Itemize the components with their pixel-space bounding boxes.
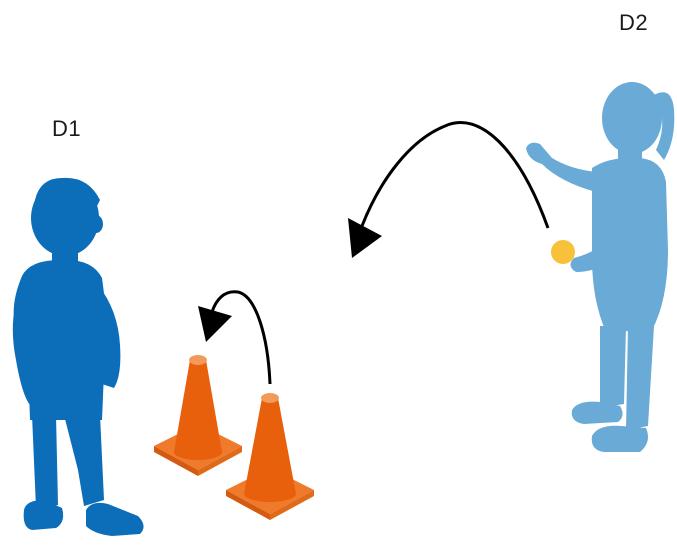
traffic-cone-icon	[154, 355, 242, 476]
boy-silhouette-icon	[13, 178, 144, 536]
curved-arrow-icon	[362, 123, 548, 228]
ball-icon	[551, 240, 575, 264]
traffic-cone-icon	[226, 393, 314, 520]
girl-silhouette-icon	[526, 82, 674, 452]
small-curved-arrow-icon	[212, 292, 270, 384]
arrowhead-icon	[348, 218, 382, 258]
small-arrowhead-icon	[198, 306, 232, 342]
